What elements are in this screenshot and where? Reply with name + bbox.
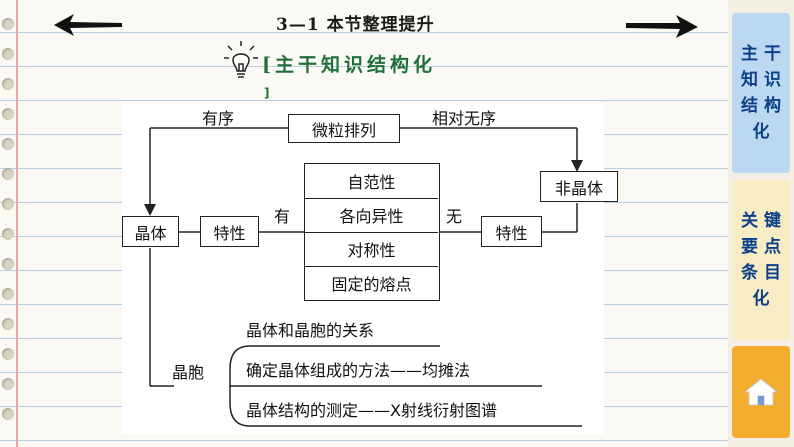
particle-arrangement-label: 微粒排列 bbox=[311, 120, 376, 140]
tab-text-row: 知识 bbox=[741, 70, 787, 90]
crystal-property-node: 特性 bbox=[200, 216, 259, 247]
subtitle-bracket: ] bbox=[264, 86, 270, 100]
home-icon bbox=[743, 378, 779, 406]
cell-item: 晶体结构的测定——X射线衍射图谱 bbox=[246, 401, 497, 420]
cell-item: 确定晶体组成的方法——均摊法 bbox=[246, 361, 471, 380]
sidebar: 主干 知识 结构 化 关键 要点 条目 化 bbox=[728, 0, 794, 447]
unit-cell-label: 晶胞 bbox=[172, 363, 205, 382]
page-title: 3—1 本节整理提升 bbox=[276, 15, 435, 35]
section-subtitle: [主干知识结构化 bbox=[262, 54, 436, 76]
property-self-shaping: 自范性 bbox=[347, 173, 396, 192]
tab-text-row: 关键 bbox=[741, 211, 787, 231]
noncrystal-label: 非晶体 bbox=[554, 178, 603, 198]
tab-text-row: 化 bbox=[752, 289, 776, 309]
noncrystal-property-label: 特性 bbox=[495, 223, 528, 243]
crystal-label: 晶体 bbox=[134, 223, 167, 243]
property-anisotropy: 各向异性 bbox=[339, 207, 404, 226]
crystal-property-label: 特性 bbox=[213, 223, 246, 243]
home-button[interactable] bbox=[732, 346, 790, 438]
has-label: 有 bbox=[274, 207, 291, 226]
next-arrow-icon[interactable] bbox=[624, 12, 700, 44]
concept-diagram: 微粒排列 有序 相对无序 晶体 特性 有 自范性 各向异性 对称性 固定的熔点 … bbox=[122, 103, 618, 434]
property-row: 各向异性 bbox=[305, 198, 438, 233]
particle-arrangement-node: 微粒排列 bbox=[288, 114, 400, 143]
diagram-connectors bbox=[144, 127, 583, 427]
noncrystal-node: 非晶体 bbox=[540, 171, 618, 202]
tab-text-row: 主干 bbox=[741, 44, 787, 64]
tab-text-row: 化 bbox=[752, 122, 776, 142]
prev-arrow-icon[interactable] bbox=[52, 12, 124, 42]
ordered-edge-label: 有序 bbox=[202, 109, 235, 128]
tab-text-row: 条目 bbox=[741, 263, 787, 283]
none-label: 无 bbox=[446, 207, 463, 226]
property-melting-point: 固定的熔点 bbox=[331, 274, 412, 294]
tab-text-row: 要点 bbox=[741, 237, 787, 257]
property-row: 对称性 bbox=[305, 232, 438, 267]
property-symmetry: 对称性 bbox=[347, 241, 396, 260]
tab-key-points[interactable]: 关键 要点 条目 化 bbox=[732, 180, 790, 340]
tab-main-knowledge[interactable]: 主干 知识 结构 化 bbox=[732, 13, 790, 173]
crystal-node: 晶体 bbox=[122, 216, 179, 247]
noncrystal-property-node: 特性 bbox=[481, 216, 542, 247]
property-row: 固定的熔点 bbox=[305, 266, 438, 299]
cell-item: 晶体和晶胞的关系 bbox=[246, 321, 375, 340]
property-row: 自范性 bbox=[305, 164, 438, 199]
properties-table: 自范性 各向异性 对称性 固定的熔点 bbox=[304, 163, 440, 301]
lightbulb-icon bbox=[224, 40, 258, 86]
disordered-edge-label: 相对无序 bbox=[432, 109, 497, 128]
tab-text-row: 结构 bbox=[741, 96, 787, 116]
